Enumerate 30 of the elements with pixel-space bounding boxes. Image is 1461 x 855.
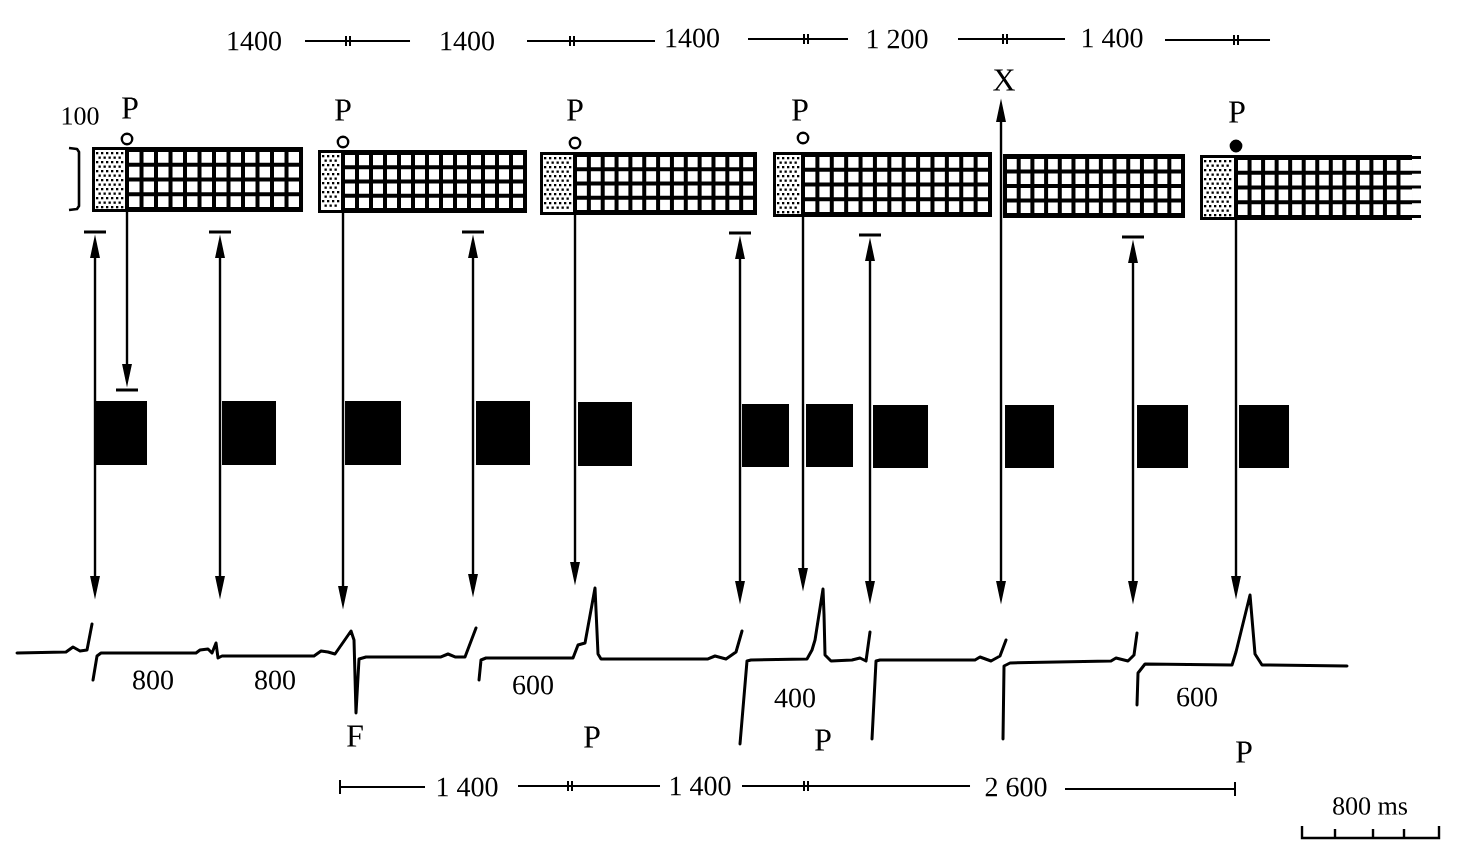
interval-label: 400	[774, 688, 815, 708]
event-label: P	[335, 99, 351, 121]
interval-label: 800	[133, 670, 173, 690]
interval-label: 1400	[228, 31, 281, 51]
scale-label: 800 ms	[1333, 797, 1407, 815]
interval-label: 2 600	[985, 777, 1047, 797]
interval-label: 1 400	[437, 777, 498, 797]
event-label: P	[584, 726, 600, 748]
interval-label: 800	[255, 670, 295, 690]
interval-label: 100	[62, 107, 99, 125]
grid-box	[540, 152, 757, 215]
event-label: P	[815, 729, 831, 751]
event-label: X	[993, 69, 1015, 91]
grid-box	[92, 147, 303, 212]
interval-label: 1400	[666, 28, 719, 48]
interval-label: 1 400	[670, 776, 731, 796]
interval-label: 1 200	[867, 29, 928, 49]
interval-label: 600	[513, 675, 553, 695]
event-label: F	[347, 725, 363, 747]
interval-label: 600	[1177, 687, 1217, 707]
event-label: P	[792, 99, 808, 121]
event-label: P	[567, 99, 583, 121]
grid-box	[773, 152, 992, 217]
event-label: P	[1236, 741, 1252, 763]
interval-label: 1 400	[1082, 28, 1143, 48]
grid-box	[1200, 155, 1421, 220]
grid-box	[1003, 154, 1185, 218]
event-label: P	[1229, 101, 1245, 123]
grid-box	[318, 150, 527, 213]
interval-label: 1400	[441, 31, 494, 51]
